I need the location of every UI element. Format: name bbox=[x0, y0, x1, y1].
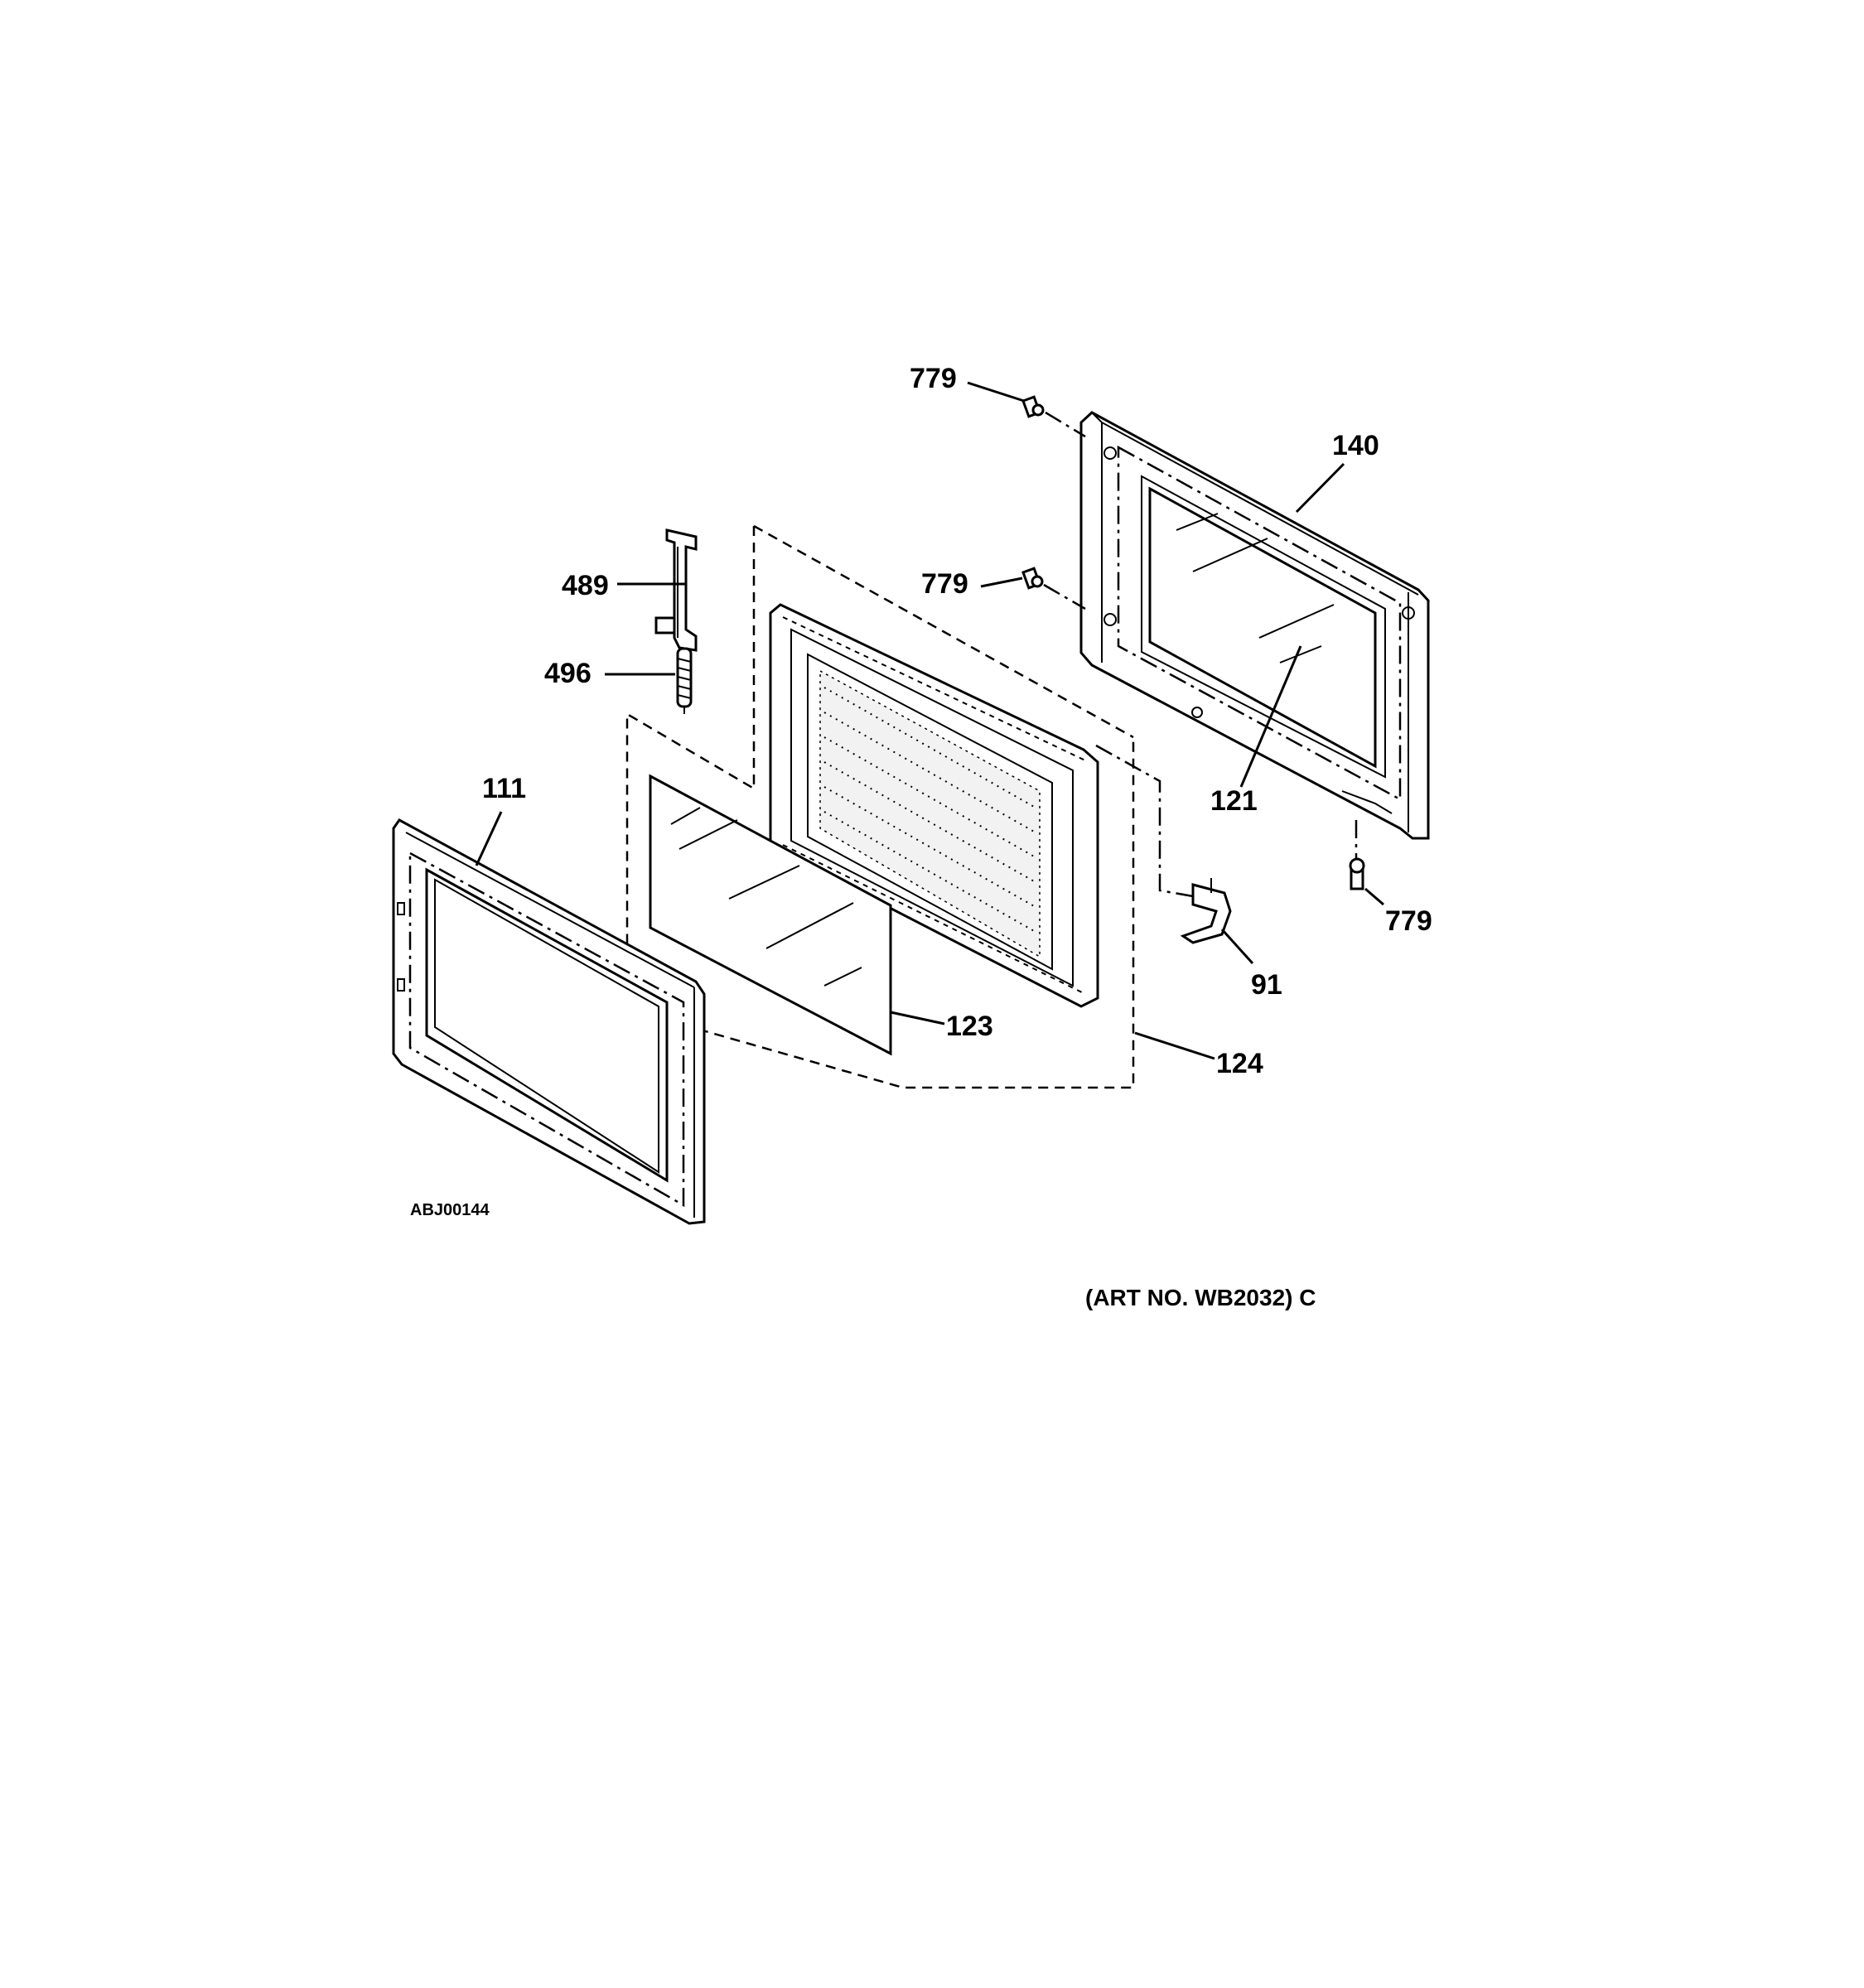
callout-489: 489 bbox=[562, 570, 609, 601]
choke-cover-part-111 bbox=[392, 818, 706, 1225]
hinge-part-91 bbox=[1095, 744, 1232, 944]
screw-779-mid bbox=[1021, 567, 1044, 590]
callout-124: 124 bbox=[1216, 1048, 1263, 1079]
leader-140 bbox=[1295, 462, 1345, 514]
leader-124 bbox=[1134, 1031, 1215, 1060]
screw-779-bottom bbox=[1349, 857, 1365, 890]
callout-779-mid: 779 bbox=[921, 568, 968, 600]
leader-123 bbox=[890, 1011, 945, 1025]
art-number-label: (ART NO. WB2032) C bbox=[1085, 1285, 1316, 1310]
callout-140: 140 bbox=[1332, 430, 1379, 461]
leader-121 bbox=[1239, 645, 1302, 788]
callout-779-bottom: 779 bbox=[1385, 905, 1432, 937]
callout-91: 91 bbox=[1251, 969, 1282, 1001]
inner-door-panel bbox=[769, 603, 1099, 1008]
leader-779-bottom bbox=[1364, 887, 1384, 906]
screw-axis-top bbox=[1045, 411, 1086, 438]
callout-496: 496 bbox=[544, 658, 592, 689]
door-frame-part-140 bbox=[1079, 411, 1430, 840]
latch-spring-part-496 bbox=[676, 647, 693, 714]
leader-111 bbox=[475, 811, 503, 866]
latch-hook-part-489 bbox=[654, 528, 698, 652]
leader-779-mid bbox=[980, 577, 1023, 588]
mesh-pattern bbox=[819, 669, 1041, 958]
callout-111: 111 bbox=[482, 773, 526, 804]
callout-779-top: 779 bbox=[910, 363, 957, 394]
leader-779-top bbox=[967, 381, 1025, 403]
screw-779-top bbox=[1021, 395, 1045, 418]
screw-axis-mid bbox=[1043, 583, 1086, 610]
leader-91 bbox=[1220, 928, 1254, 965]
image-id-label: ABJ00144 bbox=[410, 1201, 490, 1219]
assembly-boundary-124-top bbox=[753, 524, 1134, 739]
callout-121: 121 bbox=[1210, 785, 1258, 817]
window-glass-part-123 bbox=[649, 774, 892, 1056]
callout-123: 123 bbox=[946, 1011, 993, 1042]
